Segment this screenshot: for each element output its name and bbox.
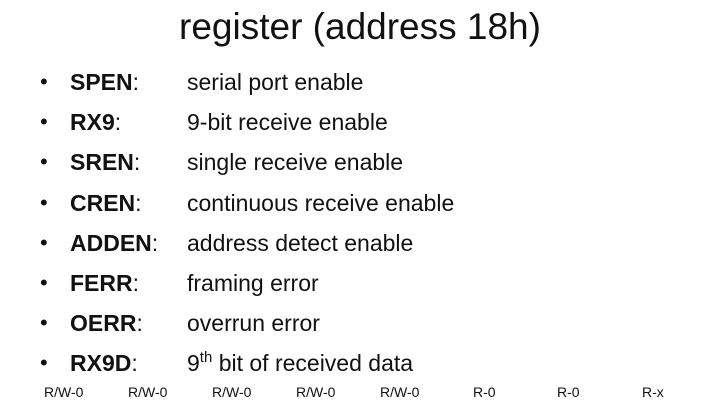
bit-description-number: 9 bbox=[187, 350, 200, 377]
bit-description: continuous receive enable bbox=[187, 189, 455, 216]
bit-separator: : bbox=[132, 270, 140, 297]
access-label-bit5: R/W-0 bbox=[212, 384, 252, 400]
bullet-icon: • bbox=[40, 109, 48, 135]
bit-description-text: bit of received data bbox=[212, 350, 414, 377]
bit-description: overrun error bbox=[187, 310, 320, 337]
slide-title: register (address 18h) bbox=[179, 6, 541, 47]
bit-description: single receive enable bbox=[187, 149, 404, 176]
access-type-row: R/W-0 R/W-0 R/W-0 R/W-0 R/W-0 R-0 R-0 R-… bbox=[0, 382, 720, 402]
bit-separator: : bbox=[136, 310, 143, 337]
bit-name: SREN bbox=[70, 149, 134, 176]
bit-name: RX9 bbox=[70, 109, 115, 136]
ordinal-superscript: th bbox=[199, 348, 213, 366]
access-label-bit2: R-0 bbox=[473, 384, 496, 400]
list-item-adden: • ADDEN: address detect enable bbox=[40, 223, 454, 263]
bit-description: 9th bit of received data bbox=[187, 343, 413, 383]
list-item-sren: • SREN: single receive enable bbox=[40, 142, 454, 182]
bullet-icon: • bbox=[40, 69, 48, 95]
list-item-oerr: • OERR: overrun error bbox=[40, 303, 454, 343]
list-item-rx9: • RX9: 9-bit receive enable bbox=[40, 102, 454, 142]
bit-description: framing error bbox=[187, 270, 319, 297]
access-label-bit6: R/W-0 bbox=[128, 384, 168, 400]
bullet-icon: • bbox=[40, 149, 48, 175]
register-bit-list: • SPEN: serial port enable • RX9: 9-bit … bbox=[40, 62, 454, 384]
bullet-icon: • bbox=[40, 189, 48, 215]
bit-name: RX9D bbox=[70, 350, 132, 377]
access-label-bit7: R/W-0 bbox=[44, 384, 84, 400]
bit-description: serial port enable bbox=[187, 69, 364, 96]
list-item-rx9d: • RX9D: 9th bit of received data bbox=[40, 343, 454, 383]
access-label-bit3: R/W-0 bbox=[380, 384, 420, 400]
bit-separator: : bbox=[133, 149, 141, 176]
bullet-icon: • bbox=[40, 270, 48, 296]
bit-name: ADDEN bbox=[70, 229, 152, 256]
list-item-spen: • SPEN: serial port enable bbox=[40, 62, 454, 102]
bit-name: OERR bbox=[70, 310, 137, 337]
access-label-bit1: R-0 bbox=[557, 384, 580, 400]
bullet-icon: • bbox=[40, 310, 48, 336]
bit-name: FERR bbox=[70, 270, 133, 297]
bullet-icon: • bbox=[40, 350, 48, 376]
list-item-ferr: • FERR: framing error bbox=[40, 263, 454, 303]
bit-separator: : bbox=[151, 229, 159, 256]
bit-name: CREN bbox=[70, 189, 136, 216]
bit-separator: : bbox=[131, 350, 138, 377]
bit-separator: : bbox=[132, 69, 140, 96]
access-label-bit0: R-x bbox=[642, 384, 664, 400]
bit-separator: : bbox=[114, 109, 122, 136]
bit-description: address detect enable bbox=[187, 229, 414, 256]
bullet-icon: • bbox=[40, 229, 48, 255]
access-label-bit4: R/W-0 bbox=[296, 384, 336, 400]
bit-description: 9-bit receive enable bbox=[187, 109, 388, 136]
bit-name: SPEN bbox=[70, 69, 133, 96]
bit-separator: : bbox=[135, 189, 142, 216]
list-item-cren: • CREN: continuous receive enable bbox=[40, 183, 454, 223]
